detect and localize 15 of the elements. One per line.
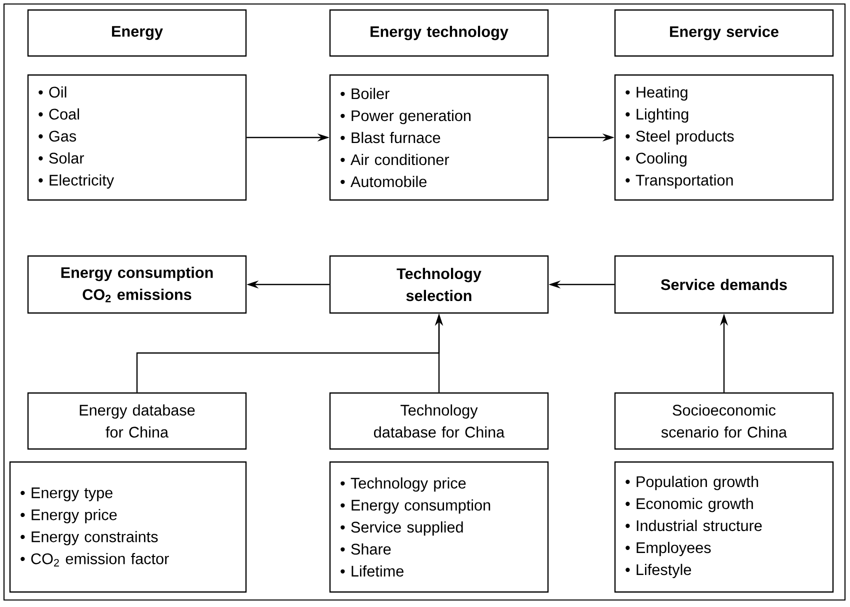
bullet-list-box: • Population growth • Economic growth • Industrial structure • Employees • Lifestyle xyxy=(614,461,834,593)
bullet-list-box: • Heating • Lighting • Steel products • Cooling • Transportation xyxy=(614,74,834,201)
heading-box: Energy technology xyxy=(329,9,549,57)
bullet-list-box: • Oil • Coal • Gas • Solar • Electricity xyxy=(27,74,247,201)
heading-box: Energy consumption CO$_{2}$ emissions xyxy=(27,255,247,314)
database-box: Technology database for China xyxy=(329,392,549,450)
heading-box: Energy service xyxy=(614,9,834,57)
database-box: Energy database for China xyxy=(27,392,247,450)
bullet-list-box: • Boiler • Power generation • Blast furnace • Air conditioner • Automobile xyxy=(329,74,549,201)
heading-box: Service demands xyxy=(614,255,834,314)
bullet-list-box: • Energy type • Energy price • Energy constraints • CO$_{2}$ emission factor xyxy=(9,461,247,593)
heading-box: Technology selection xyxy=(329,255,549,314)
heading-box: Energy xyxy=(27,9,247,57)
bullet-list-box: • Technology price • Energy consumption • Service supplied • Share • Lifetime xyxy=(329,461,549,593)
database-box: Socioeconomic scenario for China xyxy=(614,392,834,450)
